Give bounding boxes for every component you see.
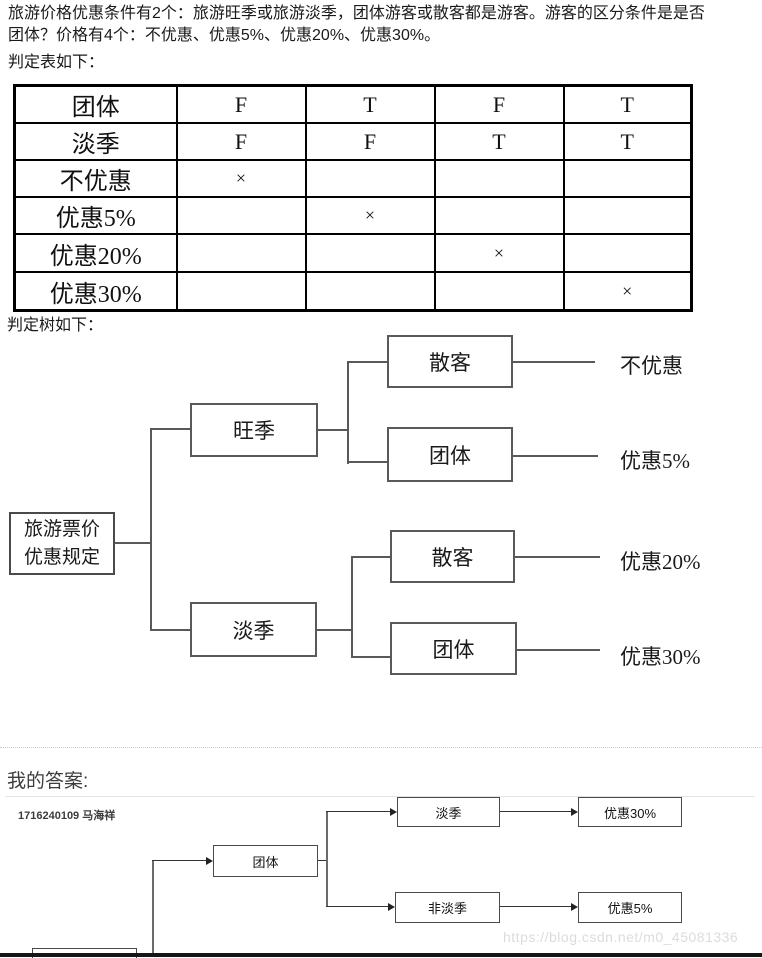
tree-connector — [351, 556, 353, 658]
tree-root-node: 旅游票价 优惠规定 — [9, 512, 115, 575]
table-cell: T — [304, 84, 436, 124]
decision-table: 团体 F T F T 淡季 F F T T 不优惠 × 优惠5% × — [13, 84, 693, 312]
table-row: 不优惠 × — [13, 159, 693, 198]
intro-line-2: 团体？价格有4个：不优惠、优惠5%、优惠20%、优惠30%。 — [8, 27, 441, 44]
intro-line-1: 旅游价格优惠条件有2个：旅游旺季或旅游淡季，团体游客或散客都是游客。游客的区分条… — [8, 5, 705, 22]
table-caption: 判定表如下： — [8, 54, 105, 71]
tree-leaf-discount-20: 优惠20% — [620, 550, 701, 574]
row-label: 淡季 — [13, 122, 178, 161]
tree-connector — [513, 361, 595, 363]
answer-tree-connector — [152, 860, 207, 861]
table-cell — [304, 159, 436, 198]
section-divider — [0, 747, 762, 748]
table-cell — [175, 196, 307, 235]
table-cell: T — [562, 84, 693, 124]
table-cell — [562, 159, 693, 198]
tree-leaf-no-discount: 不优惠 — [620, 354, 683, 378]
table-cell: F — [304, 122, 436, 161]
table-cell: × — [433, 233, 565, 273]
table-cell — [562, 196, 693, 235]
table-row: 优惠30% × — [13, 271, 693, 312]
tree-root-line2: 优惠规定 — [23, 546, 100, 568]
tree-connector — [517, 649, 600, 651]
tree-connector — [150, 428, 190, 430]
tree-connector — [318, 429, 349, 431]
arrow-head — [388, 903, 395, 911]
arrow-head — [206, 857, 213, 865]
table-row: 淡季 F F T T — [13, 122, 693, 161]
row-label: 优惠30% — [13, 271, 178, 312]
table-cell: F — [175, 84, 307, 124]
tree-connector — [351, 656, 390, 658]
answer-tree-connector — [500, 811, 571, 812]
tree-leaf-discount-30: 优惠30% — [620, 645, 701, 669]
arrow-head — [571, 808, 578, 816]
table-cell — [562, 233, 693, 273]
tree-caption: 判定树如下： — [7, 317, 104, 334]
table-cell — [175, 233, 307, 273]
answer-tree-connector — [500, 906, 571, 907]
table-cell: T — [433, 122, 565, 161]
tree-node-off-group: 团体 — [390, 622, 517, 675]
answer-tree-connector — [318, 860, 328, 861]
answer-node-result-30: 优惠30% — [578, 797, 682, 827]
answer-heading: 我的答案: — [7, 771, 89, 792]
table-cell — [433, 271, 565, 312]
answer-tree-connector — [326, 811, 390, 812]
tree-connector — [515, 556, 600, 558]
tree-connector — [150, 629, 190, 631]
table-cell — [175, 271, 307, 312]
tree-connector — [347, 361, 387, 363]
table-row: 团体 F T F T — [13, 84, 693, 124]
table-cell: × — [175, 159, 307, 198]
table-cell: × — [304, 196, 436, 235]
student-id: 1716240109 马海祥 — [18, 810, 116, 822]
row-label: 团体 — [13, 84, 178, 124]
answer-node-off-season: 淡季 — [397, 797, 500, 827]
tree-connector — [513, 455, 598, 457]
answer-tree-connector — [326, 906, 388, 907]
heading-underline — [5, 796, 755, 797]
table-cell: T — [562, 122, 693, 161]
tree-connector — [115, 542, 151, 544]
table-cell — [433, 159, 565, 198]
tree-connector — [347, 361, 349, 464]
arrow-head — [390, 808, 397, 816]
tree-node-off-season: 淡季 — [190, 602, 317, 657]
answer-node-result-5: 优惠5% — [578, 892, 682, 923]
arrow-head — [571, 903, 578, 911]
row-label: 优惠20% — [13, 233, 178, 273]
bottom-border-bar — [0, 953, 762, 957]
tree-leaf-discount-5: 优惠5% — [620, 449, 690, 473]
answer-tree-connector — [152, 860, 154, 955]
row-label: 优惠5% — [13, 196, 178, 235]
answer-node-non-off-season: 非淡季 — [395, 892, 500, 923]
table-cell: F — [433, 84, 565, 124]
watermark: https://blog.csdn.net/m0_45081336 — [503, 929, 739, 945]
answer-tree-connector — [326, 811, 328, 907]
table-cell — [304, 233, 436, 273]
table-cell: F — [175, 122, 307, 161]
tree-node-off-individual: 散客 — [390, 530, 515, 583]
tree-connector — [347, 461, 387, 463]
tree-node-peak-individual: 散客 — [387, 335, 513, 388]
table-cell — [433, 196, 565, 235]
table-row: 优惠5% × — [13, 196, 693, 235]
table-row: 优惠20% × — [13, 233, 693, 273]
tree-connector — [150, 428, 152, 631]
table-cell: × — [562, 271, 693, 312]
tree-node-peak-group: 团体 — [387, 427, 513, 482]
tree-connector — [317, 629, 353, 631]
tree-connector — [351, 556, 390, 558]
tree-root-line1: 旅游票价 — [23, 518, 100, 540]
table-cell — [304, 271, 436, 312]
row-label: 不优惠 — [13, 159, 178, 198]
answer-node-group: 团体 — [213, 845, 318, 877]
tree-node-peak-season: 旺季 — [190, 403, 318, 457]
